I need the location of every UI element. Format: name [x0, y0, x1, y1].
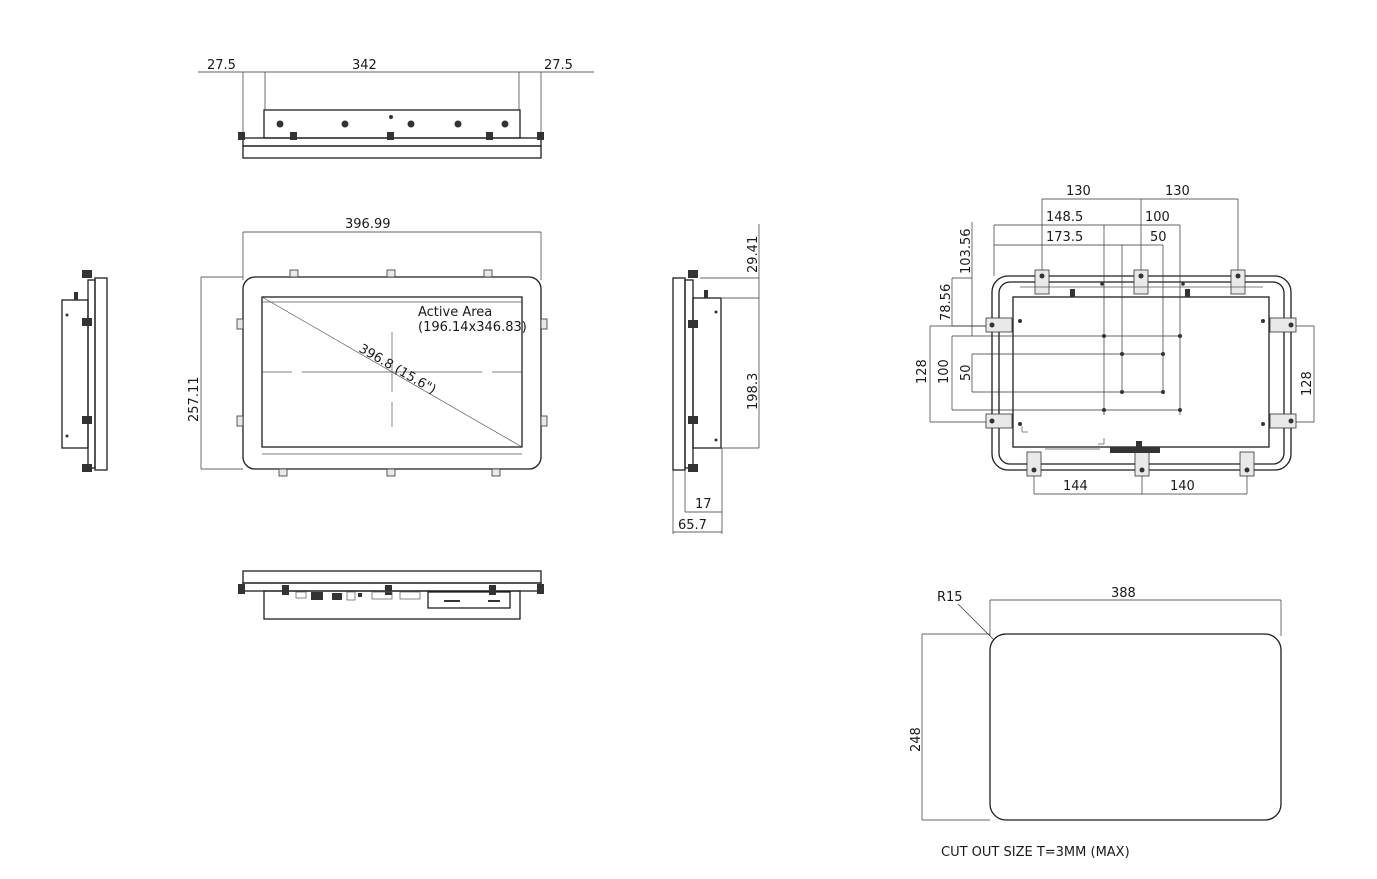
rear-dim-144: 144: [1063, 479, 1088, 494]
rear-view: 130 130 148.5 100 173.5 50 103.56 78.56 …: [915, 184, 1315, 495]
rear-dim-128-left: 128: [915, 359, 930, 384]
side-dim-top: 29.41: [746, 236, 761, 273]
rear-dim-50-left: 50: [959, 364, 974, 381]
rear-dim-100-left: 100: [937, 359, 952, 384]
rear-dim-148-5: 148.5: [1046, 210, 1083, 225]
rear-dim-100-top: 100: [1145, 210, 1170, 225]
rear-dim-78-56: 78.56: [939, 284, 954, 321]
rear-dim-128-right: 128: [1300, 371, 1315, 396]
top-dim-right: 27.5: [544, 58, 573, 73]
top-dim-center: 342: [352, 58, 377, 73]
cutout-radius: R15: [937, 590, 963, 605]
front-view: 396.99 257.11 Active Area (196.14x346.83…: [187, 217, 548, 477]
rear-dim-140: 140: [1170, 479, 1195, 494]
left-side-view: [61, 270, 108, 472]
rear-dim-50-top: 50: [1150, 230, 1167, 245]
side-dim-depth-b: 65.7: [678, 518, 707, 533]
cutout-width: 388: [1111, 586, 1136, 601]
cutout-height: 248: [909, 727, 924, 752]
bottom-view: [238, 570, 544, 620]
cutout-view: R15 388 248 CUT OUT SIZE T=3MM (MAX): [909, 586, 1282, 860]
rear-dim-173-5: 173.5: [1046, 230, 1083, 245]
diagonal-label: 396.8 (15.6"): [356, 341, 438, 397]
active-area-size: (196.14x346.83): [418, 320, 527, 335]
active-area-title: Active Area: [418, 305, 492, 320]
top-view: 27.5 342 27.5: [198, 58, 594, 159]
rear-dim-130-left: 130: [1066, 184, 1091, 199]
side-dim-depth-a: 17: [695, 497, 712, 512]
rear-dim-103-56: 103.56: [959, 229, 974, 275]
side-dim-height: 198.3: [746, 373, 761, 410]
top-dim-left: 27.5: [207, 58, 236, 73]
right-side-view: 29.41 198.3 17 65.7: [672, 224, 761, 534]
front-dim-height: 257.11: [187, 377, 202, 423]
front-dim-width: 396.99: [345, 217, 391, 232]
rear-dim-130-right: 130: [1165, 184, 1190, 199]
cutout-caption: CUT OUT SIZE T=3MM (MAX): [941, 845, 1130, 860]
